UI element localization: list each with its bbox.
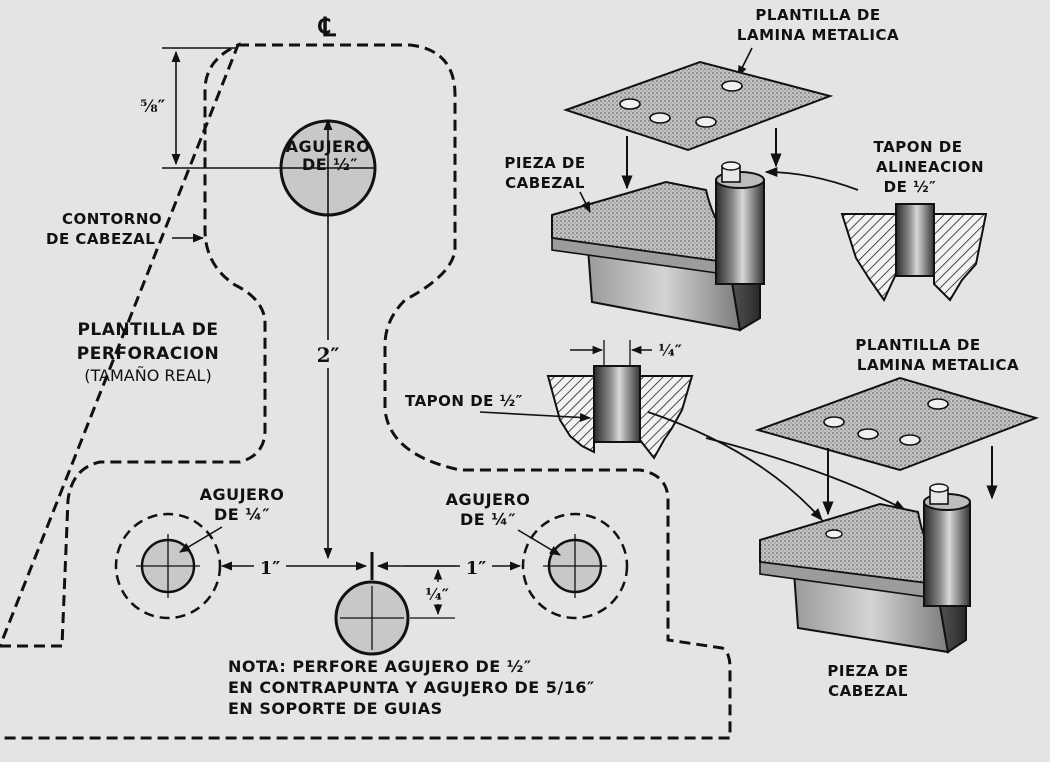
bottom-alignment-plug-top [929,483,949,493]
top-piece-label-line1: PIEZA DE [504,154,585,172]
plug-to-assembly-arrow-2 [705,437,907,511]
top-metal-plate [562,60,834,152]
bottom-plate-label-line1: PLANTILLA DE [855,336,980,354]
top-piece-cylinder [715,179,765,285]
plug-section: ¼″ TAPON DE ½″ [405,340,907,521]
bottom-plate-hole-4 [927,398,949,410]
left-hole-pointer [179,526,223,553]
top-plate-hole-1 [619,98,641,110]
note-line1: NOTA: PERFORE AGUJERO DE ½″ [228,657,532,676]
plug-body [593,365,641,443]
top-plate-label-line2: LAMINA METALICA [737,26,899,44]
bottom-plate-hole-3 [899,434,921,446]
plug-hatch-left [546,375,595,454]
top-plug-section-hatch-left [840,213,897,302]
plug-hatch-right [639,375,694,460]
right-hole-label-line2: DE ¼″ [460,510,516,529]
dim-right-label: 1″ [466,558,487,579]
right-hole-label-line1: AGUJERO [446,490,531,509]
note-line2: EN CONTRAPUNTA Y AGUJERO DE 5/16″ [228,678,595,697]
top-piece-label-line2: CABEZAL [505,174,585,192]
contour-label-line2: DE CABEZAL [46,230,155,248]
note-line3: EN SOPORTE DE GUIAS [228,699,443,718]
top-plug-section-body [895,203,935,277]
head-contour-outline [0,42,732,740]
bottom-metal-plate [754,376,1040,472]
dim-right-label-bg [460,555,492,577]
plug-to-assembly-arrow [647,411,823,521]
assembly-top: PLANTILLA DE LAMINA METALICA PIEZA DE CA… [504,6,988,332]
left-hole-outer [114,512,222,620]
drilling-template: ℄ ⅝″ AGUJERO DE ½″ 2″ CONTORNO DE CABEZA… [0,13,732,740]
contour-label-line1: CONTORNO [62,210,162,228]
top-plate-pointer [737,47,753,78]
dim-small-label: ¼″ [425,585,449,604]
template-subtitle: (TAMAÑO REAL) [84,366,211,385]
assembly-bottom: PLANTILLA DE LAMINA METALICA PIEZA DE CA… [754,336,1040,700]
top-alignment-plug-top [721,161,741,171]
left-hole-label-line1: AGUJERO [200,485,285,504]
bottom-small-plug [825,529,843,539]
left-hole-label-line2: DE ¼″ [214,505,270,524]
top-plate-hole-3 [695,116,717,128]
top-piece-pointer [579,191,591,214]
dim-vertical-label-bg [306,340,350,368]
bottom-piece-label-line2: CABEZAL [828,682,908,700]
top-plug-pointer [764,166,859,191]
top-plate-hole-2 [649,112,671,124]
top-plug-section-hatch-right [933,213,988,302]
bottom-piece-label-line1: PIEZA DE [827,662,908,680]
template-title-line2: PERFORACION [77,344,219,364]
dim-vertical-label: 2″ [317,343,340,367]
top-plug-label-line2: ALINEACION [876,158,984,176]
plug-dim-label: ¼″ [658,341,682,360]
top-plug-label-line1: TAPON DE [874,138,963,156]
dim-top-label: ⅝″ [140,97,166,117]
main-hole-label-line2: DE ½″ [302,155,358,174]
right-hole-pointer [517,529,561,556]
bottom-plate-hole-1 [823,416,845,428]
bottom-plate-label-line2: LAMINA METALICA [857,356,1019,374]
top-plate-label-line1: PLANTILLA DE [755,6,880,24]
bottom-piece-cylinder [923,501,971,607]
right-hole-outer [521,512,629,620]
plug-pointer [479,411,592,422]
template-title-line1: PLANTILLA DE [77,320,218,340]
top-plate-hole-4 [721,80,743,92]
dim-left-label-bg [254,555,286,577]
dim-left-label: 1″ [260,558,281,579]
dim-small-label-bg [424,582,450,604]
plug-label: TAPON DE ½″ [405,392,523,410]
bottom-plate-hole-2 [857,428,879,440]
centerline-symbol: ℄ [318,13,337,43]
top-plug-label-line3: DE ½″ [884,178,937,196]
